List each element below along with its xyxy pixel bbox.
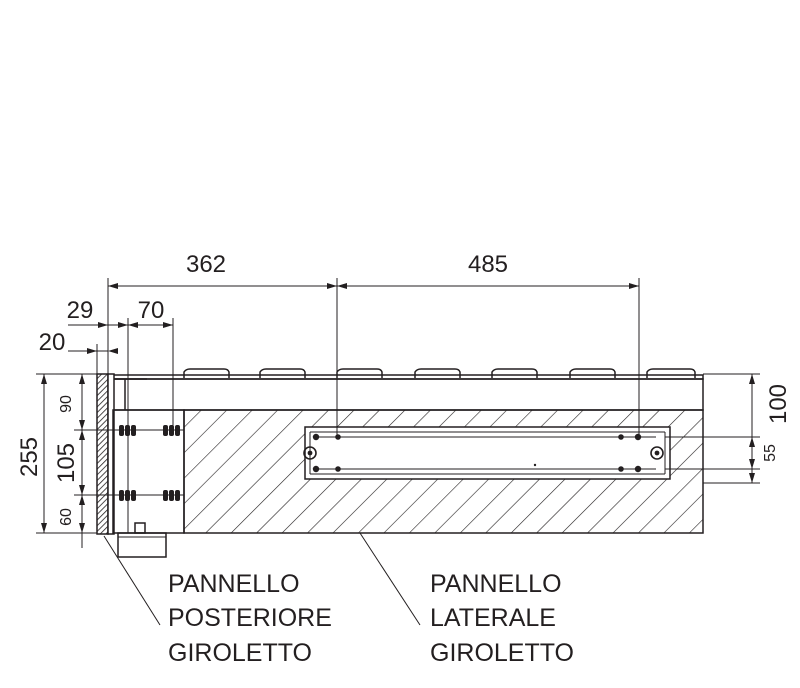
dim-362: 362 (186, 251, 226, 278)
dimension-lines (36, 278, 760, 626)
dim-20: 20 (39, 329, 66, 356)
side-panel (183, 409, 704, 534)
plate-bolt-heads (303, 446, 664, 460)
side-panel-label-line-2: LATERALE (430, 604, 556, 632)
dim-29: 29 (67, 297, 94, 324)
rear-panel (96, 373, 115, 535)
dim-255: 255 (16, 437, 43, 477)
rear-panel-label: PANNELLO POSTERIORE GIROLETTO (168, 570, 332, 667)
side-panel-label-line-1: PANNELLO (430, 570, 562, 598)
dim-90: 90 (58, 395, 75, 413)
dim-100: 100 (765, 384, 792, 424)
bed-slats (183, 368, 696, 378)
rear-panel-label-line-1: PANNELLO (168, 570, 300, 598)
rear-panel-label-line-2: POSTERIORE (168, 604, 332, 632)
rear-panel-label-line-3: GIROLETTO (168, 639, 312, 667)
top-rail (112, 374, 704, 411)
dim-55: 55 (762, 444, 779, 462)
dim-105: 105 (53, 443, 80, 483)
dimension-arrows (41, 283, 755, 533)
dim-70: 70 (138, 297, 165, 324)
side-panel-label: PANNELLO LATERALE GIROLETTO (430, 570, 574, 667)
dim-60: 60 (58, 508, 75, 526)
dim-485: 485 (468, 251, 508, 278)
side-panel-label-line-3: GIROLETTO (430, 639, 574, 667)
